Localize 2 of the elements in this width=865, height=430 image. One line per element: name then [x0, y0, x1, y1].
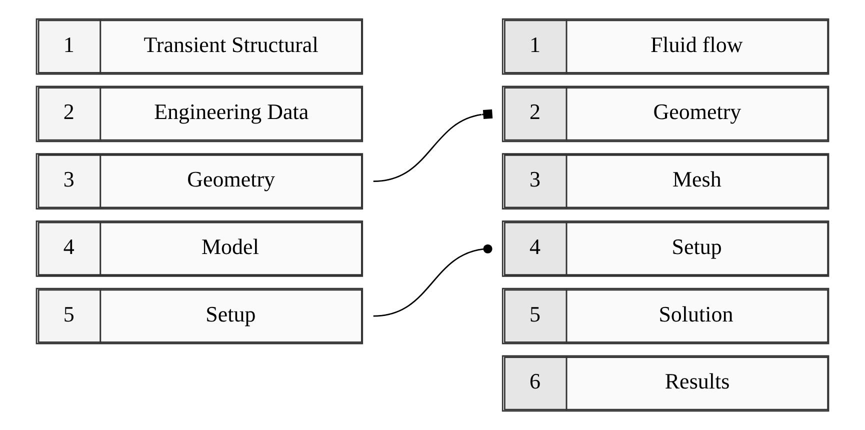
connector — [373, 109, 493, 182]
connector — [373, 244, 492, 317]
